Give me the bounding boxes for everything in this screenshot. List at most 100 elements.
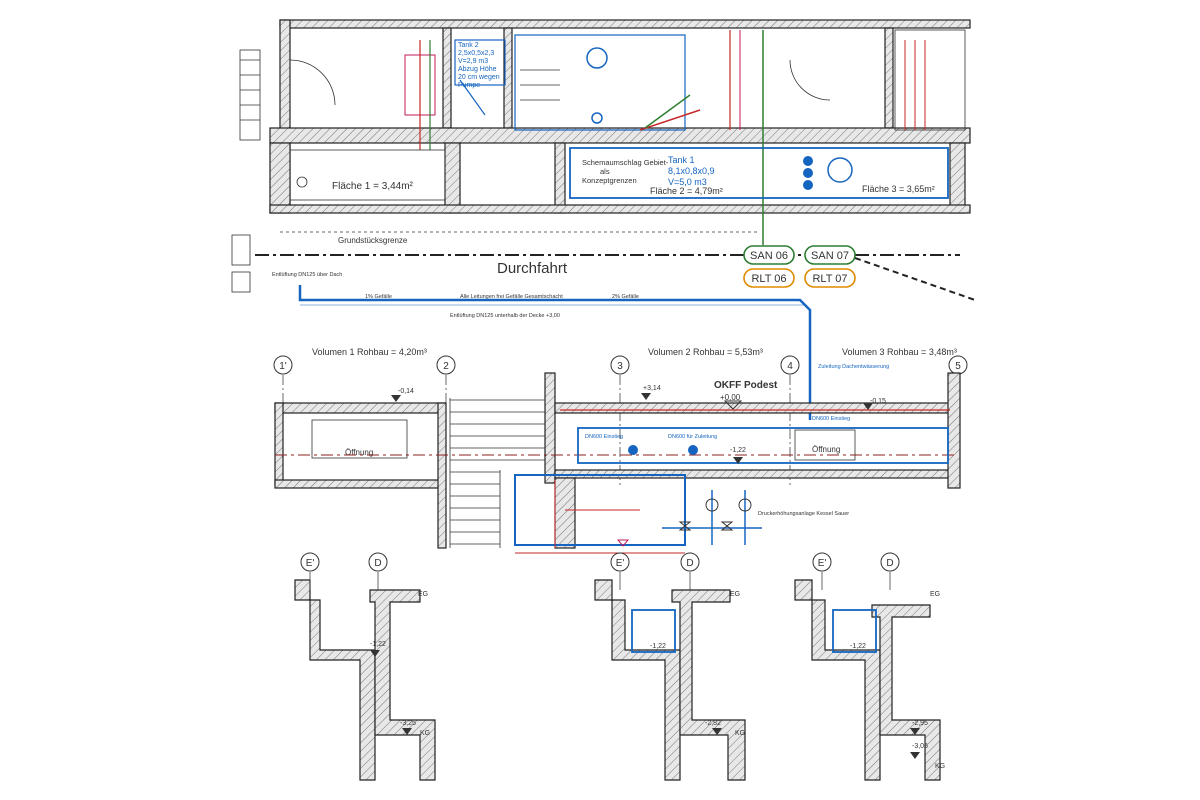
tag-rlt06-pill[interactable] [743,268,795,288]
tag-rlt07-pill[interactable] [804,268,856,288]
level-m014: -0,14 [398,388,414,395]
d3-level-3: -3,05 [912,743,928,750]
entlueftung2-label: Entlüftung DN125 unterhalb der Decke +3,… [450,313,560,319]
dn-einstieg-2-label: DN600 Einstieg [812,416,850,422]
tank1-line2: 8,1x0,8x0,9 [668,166,715,176]
tank2-line5: 20 cm wegen [458,74,500,81]
manhole-circle-2 [827,157,853,183]
door-swing [289,59,336,106]
d1-level-2: -3,25 [400,720,416,727]
speicher-text3: Konzeptgrenzen [582,176,637,185]
axis-bubble-2 [610,355,630,375]
tag-rlt06-label: RLT 06 [751,273,786,285]
detail-axis-label-2-0: E' [818,558,827,569]
okff-podest-label: OKFF Podest [714,380,778,391]
d3-eg: EG [930,591,940,598]
d1-level-1: -1,22 [370,641,386,648]
shaft-area [514,34,686,131]
d3-tank [832,609,877,653]
detail-axis-label-2-1: D [886,558,893,569]
tank2-line1: Tank 2 [458,42,479,49]
tag-rlt07[interactable]: RLT 07 [804,268,856,288]
right-wall [949,142,966,214]
volumen-1-label: Volumen 1 Rohbau = 4,20m³ [312,347,427,357]
tag-san07[interactable]: SAN 07 [804,245,856,265]
volumen-3-label: Volumen 3 Rohbau = 3,48m³ [842,347,957,357]
d1-kg: KG [420,730,430,737]
tag-rlt06[interactable]: RLT 06 [743,268,795,288]
detail-axis-bubble-1-0 [610,552,630,572]
zuleitung-info-label: Zuleitung Dachentwässerung [818,364,889,370]
axis-label-2: 3 [617,361,623,372]
tag-san06-pill[interactable] [743,245,795,265]
pump-assembly [662,490,762,545]
axis-bubble-1 [436,355,456,375]
tag-san06[interactable]: SAN 06 [743,245,795,265]
okff-value: +0,00 [720,393,741,402]
opening-1 [311,419,408,459]
dn-einstieg-label: DN600 Einstieg [585,434,623,440]
tank1-line3: V=5,0 m3 [668,177,707,187]
axis-bubble-0 [273,355,293,375]
right-stair [894,29,966,131]
system-tags: SAN 06 SAN 07 RLT 06 RLT 07 [743,245,856,288]
tank2-line4: Abzug Höhe [458,66,497,73]
tank1-line1: Tank 1 [668,155,695,165]
d2-kg: KG [735,730,745,737]
flaeche-3-label: Fläche 3 = 3,65m² [862,184,935,194]
left-fixture [239,49,261,141]
durchfahrt-label: Durchfahrt [497,260,568,277]
tank-2-box [454,39,506,86]
d1-eg: EG [418,591,428,598]
d2-level-2: -2,82 [705,720,721,727]
tank2-line2: 2,5x0,5x2,3 [458,50,494,57]
detail-axis-label-0-1: D [374,558,381,569]
pumpen-info-label: Druckerhöhungsanlage Kessel Sauer [758,511,849,517]
flaeche-1-area [289,149,446,201]
d3-level-2: -2,95 [912,720,928,727]
partition-wall-3 [884,27,894,129]
partition-wall-1 [442,27,452,129]
top-wall [279,19,971,29]
tank-section [577,427,949,464]
detail-axis-bubble-1-1 [680,552,700,572]
tank-1-box [569,147,949,199]
detail-section-3: EG KG -1,22 -2,95 -3,05 [794,579,945,781]
speicher-text1: Schemaumschlag Gebiet- [582,158,669,167]
speicher-text2: als [600,167,610,176]
stairs [449,398,545,548]
dn-zuleitung-label: DN600 für Zuleitung [668,434,717,440]
gefaelle1-label: 1% Gefälle [365,294,392,300]
oeffnung-1-label: Öffnung [345,448,373,457]
left-wall [269,142,291,214]
detail-axis-label-0-0: E' [306,558,315,569]
detail-axis-bubble-0-1 [368,552,388,572]
level-m015: -0,15 [870,398,886,405]
plan-view: Tank 2 2,5x0,5x2,3 V=2,9 m3 Abzug Höhe 2… [231,19,976,420]
detail-axis-bubble-2-0 [812,552,832,572]
grundstuecksgrenze-label: Grundstücksgrenze [338,236,408,245]
flaeche-1-label: Fläche 1 = 3,44m² [332,181,414,192]
gefaelle2-label: 2% Gefälle [612,294,639,300]
vent-pipe [298,285,812,420]
flaeche-2-label: Fläche 2 = 4,79m² [650,186,723,196]
detail-axis-label-1-0: E' [616,558,625,569]
level-m122: -1,22 [730,447,746,454]
wall-segment-b [554,142,566,214]
axis-bubble-3 [780,355,800,375]
manhole-circle-1 [586,47,608,69]
level-p314: +3,14 [643,385,661,392]
tank2-line6: Pumpe [458,82,480,89]
tag-san07-pill[interactable] [804,245,856,265]
axis-label-0: 1' [279,361,287,372]
pump-shaft [514,474,686,546]
door-swing-2 [789,59,831,101]
volumen-2-label: Volumen 2 Rohbau = 5,53m³ [648,347,763,357]
entlueftung1-label: Entlüftung DN125 über Dach [272,272,342,278]
tag-rlt07-label: RLT 07 [812,273,847,285]
bottom-wall-band [269,204,971,214]
wall-segment-a [444,142,461,214]
